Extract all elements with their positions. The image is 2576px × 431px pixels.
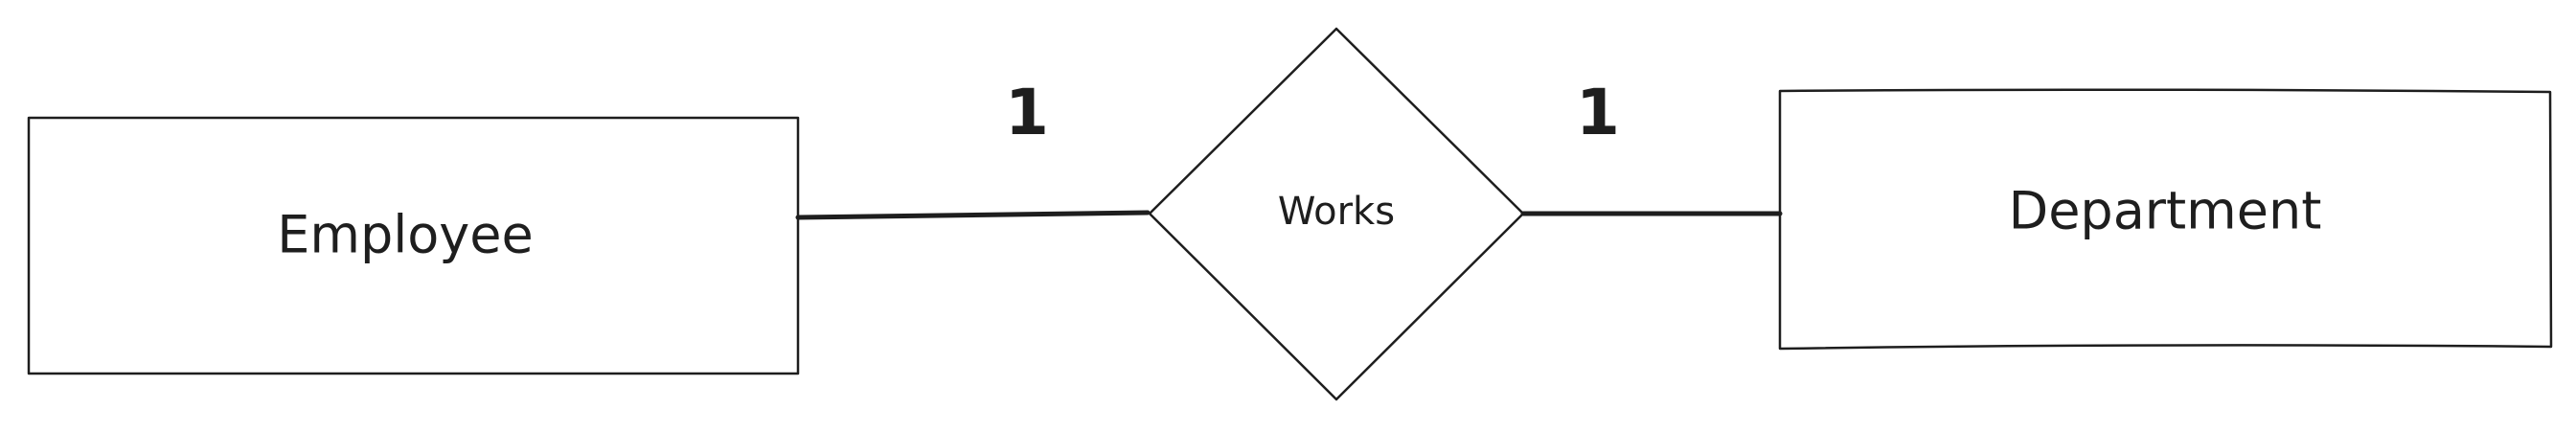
connector-employee-works bbox=[795, 210, 1151, 220]
entity-department-label: Department bbox=[2009, 181, 2322, 241]
entity-employee-label: Employee bbox=[277, 205, 533, 265]
cardinality-employee-side: 1 bbox=[1005, 76, 1049, 149]
entity-employee-box bbox=[27, 116, 800, 375]
entity-department[interactable]: Department bbox=[1778, 88, 2553, 351]
cardinality-department-side: 1 bbox=[1576, 76, 1620, 149]
entity-employee[interactable]: Employee bbox=[27, 116, 800, 375]
entity-department-box bbox=[1778, 88, 2553, 351]
relationship-works-label: Works bbox=[1278, 190, 1395, 234]
relationship-works-diamond bbox=[1148, 27, 1525, 401]
relationship-works[interactable]: Works bbox=[1148, 27, 1525, 401]
